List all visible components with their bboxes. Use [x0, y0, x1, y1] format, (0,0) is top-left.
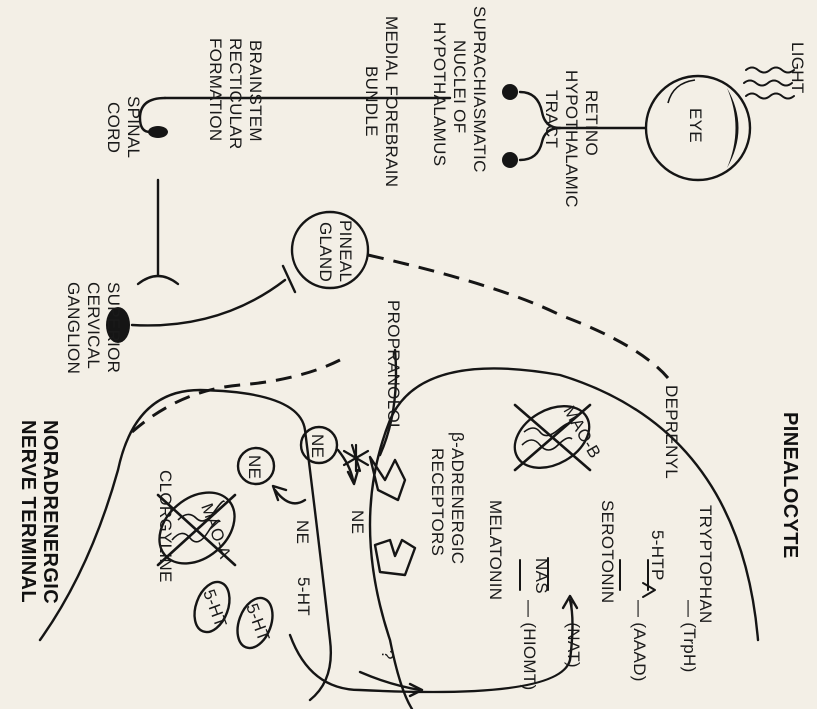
ne-label-d: NE	[293, 520, 312, 544]
retino-label-1: RETINO	[582, 90, 601, 156]
ht-label-c: 5-HT	[242, 601, 273, 644]
scg-label-3: GANGLION	[64, 282, 83, 374]
aaad-label: — (AAAD)	[630, 600, 649, 682]
trph-label: — (TrpH)	[680, 600, 699, 673]
ne-reuptake-arrow	[275, 490, 305, 503]
ganglion-fork	[138, 276, 178, 284]
ne-label-c: NE	[348, 510, 367, 534]
nerve-terminal-membrane	[40, 390, 331, 700]
mfb-label-2: BUNDLE	[362, 66, 381, 137]
pinealocyte-label: PINEALOCYTE	[779, 412, 801, 559]
spinal-label-2: CORD	[104, 102, 123, 153]
clorgyline-label: CLORGYLINE	[156, 470, 175, 583]
ht-label-b: 5-HT	[199, 587, 230, 630]
pineal-label-1: PINEAL	[336, 220, 355, 282]
mao-b-label: MAO-B	[560, 403, 605, 462]
serotonin-label: SEROTONIN	[598, 500, 617, 603]
htp-label: 5-HTP	[648, 530, 667, 581]
hiomt-label: — (HIOMT)	[520, 600, 539, 691]
scn-dot-bottom	[502, 152, 518, 168]
retino-label-2: HYPOTHALAMIC	[562, 70, 581, 208]
brainstem-label-3: FORMATION	[206, 38, 225, 141]
beta-receptor-top	[370, 457, 405, 500]
mao-a-label: MAO-A	[197, 501, 235, 562]
noradrenergic-label-1: NORADRENERGIC	[39, 420, 61, 604]
scg-label-1: SUPERIOR	[104, 282, 123, 373]
brainstem-label-2: RECTICULAR	[226, 38, 245, 150]
pineal-to-pinealocyte-dashed	[368, 255, 668, 378]
beta-label-2: RECEPTORS	[428, 448, 447, 556]
ganglion-to-pineal-line	[132, 280, 285, 325]
supra-label-3: HYPOTHALAMUS	[430, 22, 449, 166]
beta-receptor-bottom	[375, 540, 415, 575]
supra-label-2: NUCLEI OF	[450, 40, 469, 133]
nat-label: — (NAT)	[564, 600, 583, 668]
scn-dot-top	[502, 84, 518, 100]
noradrenergic-label-2: NERVE TERMINAL	[17, 420, 39, 603]
question-mark: ?	[378, 650, 397, 660]
brainstem-label-1: BRAINSTEM	[246, 40, 265, 142]
ne-label-a: NE	[308, 434, 327, 458]
pineal-label-2: GLAND	[316, 222, 335, 282]
deprenyl-label: DEPRENYL	[662, 385, 681, 479]
nerve-to-pineal-arrow	[360, 672, 420, 690]
ne-label-b: NE	[245, 455, 264, 479]
propranolol-label: PROPRANOLOL	[384, 300, 403, 433]
scg-label-2: CERVICAL	[84, 282, 103, 369]
spinal-label-1: SPINAL	[124, 96, 143, 158]
retino-label-3: TRACT	[542, 90, 561, 148]
light-waves-icon	[744, 68, 794, 99]
beta-label-1: β-ADRENERGIC	[448, 432, 467, 564]
mfb-label-1: MEDIAL FOREBRAIN	[382, 16, 401, 187]
ht-label-a: 5-HT	[294, 577, 313, 616]
ganglion-to-terminal-dashed	[132, 360, 340, 432]
supra-label-1: SUPRACHIASMATIC	[470, 6, 489, 173]
melatonin-label: MELATONIN	[486, 500, 505, 600]
light-label: LIGHT	[788, 42, 807, 94]
spinal-cord-dot	[148, 126, 168, 138]
nas-label: NAS	[532, 558, 551, 594]
eye-label: EYE	[686, 108, 705, 143]
